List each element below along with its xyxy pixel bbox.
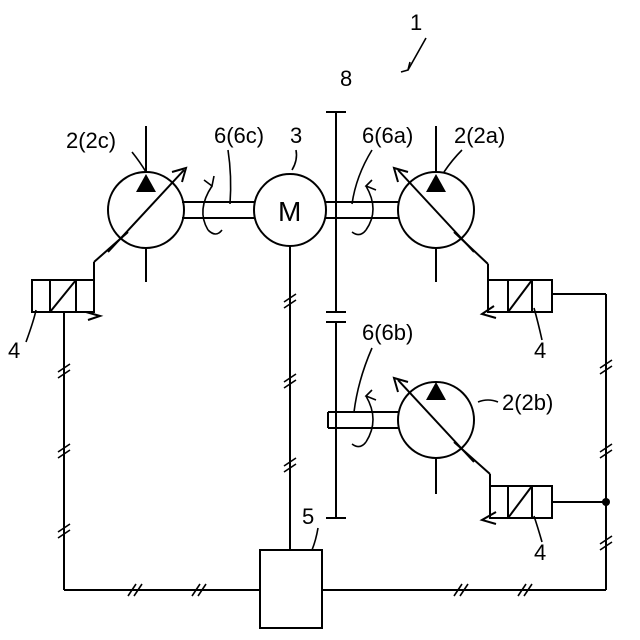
controller-box <box>260 550 322 628</box>
leader-controller <box>312 528 318 550</box>
label-actuator-left: 4 <box>8 338 20 363</box>
leader-pump-a <box>444 150 462 172</box>
rotation-arrow-b <box>366 396 373 442</box>
actuator-right-top <box>488 280 552 312</box>
leader-actuator-left <box>26 310 36 342</box>
rotation-arrow-c <box>203 186 212 230</box>
label-coupling-c: 6(6c) <box>214 123 264 148</box>
leader-actuator-right-bottom <box>534 516 542 542</box>
label-motor-ref: 3 <box>290 123 302 148</box>
leader-system-arrowhead <box>401 62 410 72</box>
motor-symbol: M <box>278 196 301 227</box>
label-pump-c: 2(2c) <box>66 128 116 153</box>
label-coupling-b: 6(6b) <box>362 320 413 345</box>
label-actuator-right-bottom: 4 <box>534 540 546 565</box>
label-coupling-a: 6(6a) <box>362 123 413 148</box>
leader-motor-ref <box>292 150 297 170</box>
pump-c <box>86 126 186 320</box>
pump-b-triangle <box>426 382 446 400</box>
label-controller: 5 <box>302 504 314 529</box>
label-pump-b: 2(2b) <box>502 390 553 415</box>
leader-coupling-c <box>228 150 231 204</box>
actuator-left <box>32 280 94 312</box>
actuator-right-bottom <box>490 486 552 518</box>
junction-dot <box>602 498 610 506</box>
coupling-b <box>328 390 398 447</box>
coupling-c <box>182 176 254 234</box>
label-pump-a: 2(2a) <box>454 123 505 148</box>
pump-b <box>394 378 496 524</box>
leader-pump-b <box>478 400 498 402</box>
label-actuator-right-top: 4 <box>534 338 546 363</box>
leader-coupling-a <box>352 150 372 204</box>
leader-system-arrow <box>408 38 426 70</box>
rotation-arrow-a <box>366 186 373 230</box>
label-shaft-end: 8 <box>340 66 352 91</box>
drive-shaft <box>326 112 346 518</box>
pump-a <box>394 126 496 318</box>
pump-a-triangle <box>426 174 446 192</box>
pump-c-triangle <box>136 174 156 192</box>
label-system: 1 <box>410 10 422 35</box>
motor: M <box>254 174 326 246</box>
leader-pump-c <box>132 152 146 172</box>
